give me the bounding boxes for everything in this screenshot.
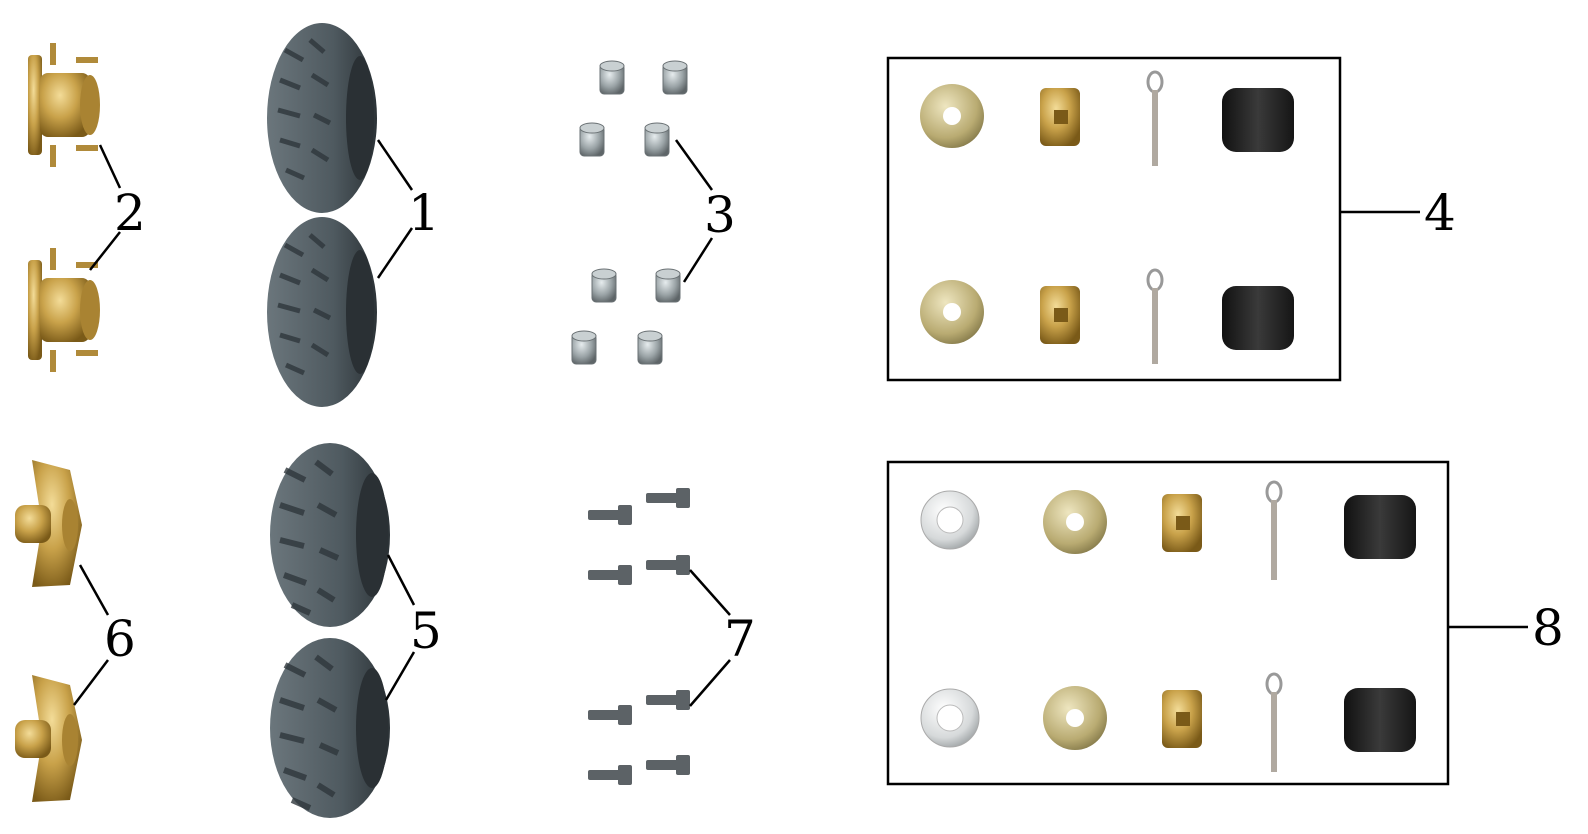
front-hub-lower [28,248,100,372]
callout-5: 5 [410,602,442,660]
front-tire-lower [267,217,377,407]
front-tire-upper [267,23,377,213]
rear-bolts [588,488,690,785]
leader-lines [73,139,1528,707]
kit-rear-parts [920,480,1416,772]
callout-7: 7 [724,610,756,668]
callout-4: 4 [1424,184,1456,242]
callout-3: 3 [704,186,736,244]
rear-tire-upper [270,443,390,627]
rear-hub-lower [15,675,82,802]
front-lug-nuts [571,60,688,365]
rear-hub-upper [15,460,82,587]
callout-6: 6 [104,610,136,668]
kit-box-rear [886,460,1450,786]
front-hub-upper [28,43,100,167]
callout-8: 8 [1532,599,1564,657]
callout-2: 2 [114,184,146,242]
callout-1: 1 [408,184,440,242]
kit-front-parts [920,70,1294,364]
kit-box-front [886,56,1342,382]
rear-tire-lower [270,638,390,818]
